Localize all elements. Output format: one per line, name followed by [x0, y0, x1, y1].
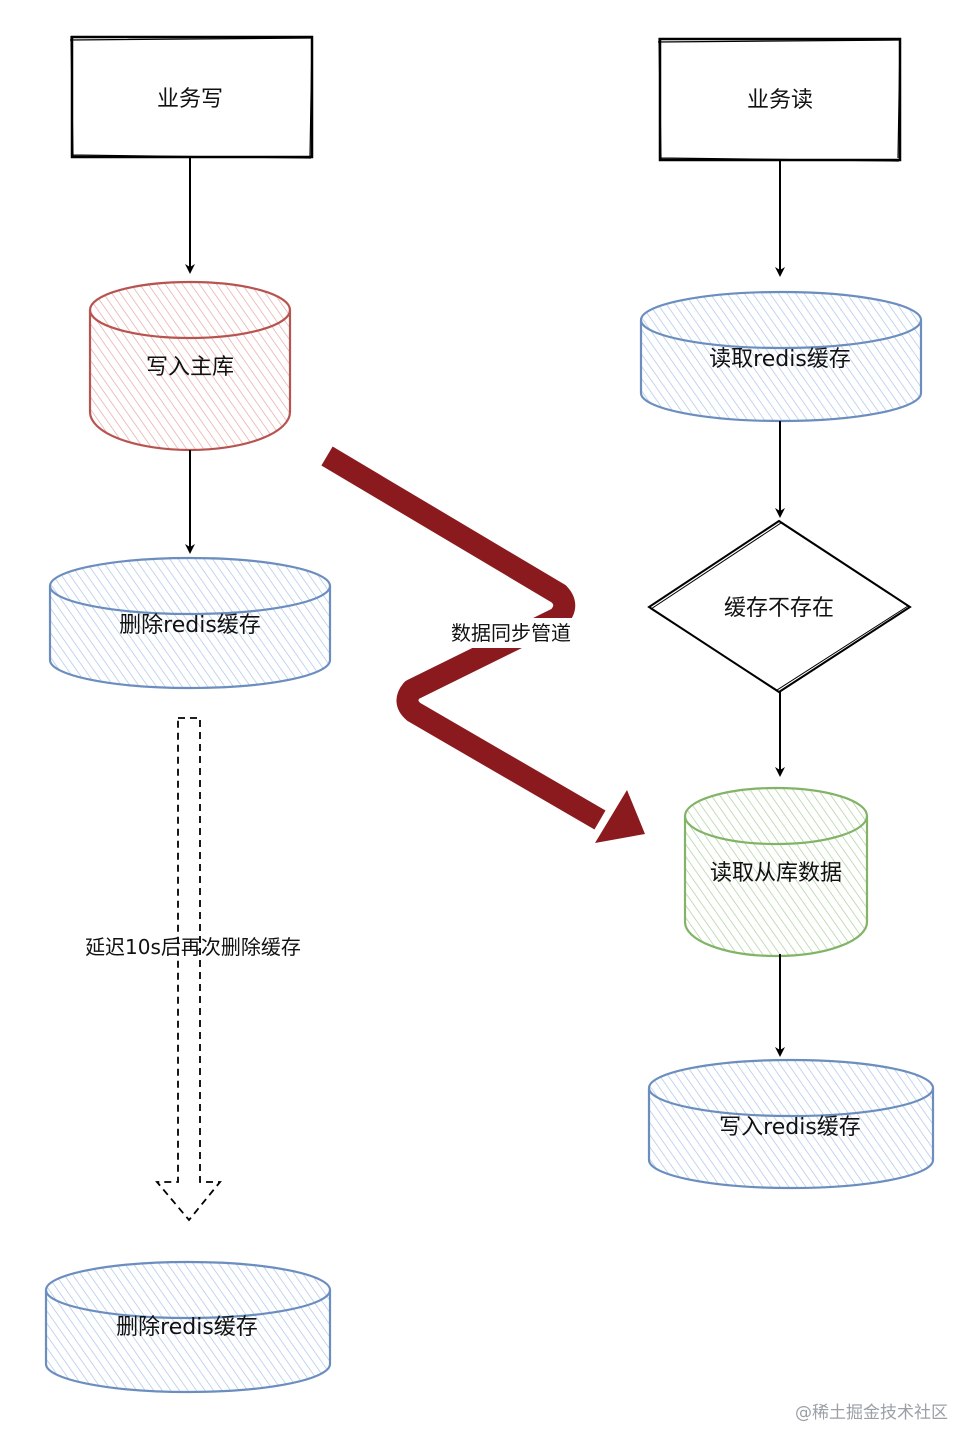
cache-miss-diamond: 缓存不存在 — [647, 519, 912, 694]
write-master-cylinder: 写入主库 — [88, 280, 292, 452]
write-cache-label: 写入redis缓存 — [719, 1115, 861, 1140]
read-slave-label: 读取从库数据 — [710, 861, 842, 886]
write-cache-cylinder: 写入redis缓存 — [647, 1058, 935, 1190]
cache-miss-label: 缓存不存在 — [724, 596, 834, 621]
delay-label: 延迟10s后再次删除缓存 — [85, 935, 301, 959]
delete-cache-cylinder-2: 删除redis缓存 — [44, 1260, 332, 1394]
delete-cache-cylinder-1: 删除redis缓存 — [48, 556, 332, 690]
read-cache-cylinder: 读取redis缓存 — [639, 290, 923, 423]
write-start-label: 业务写 — [157, 87, 223, 112]
sync-label: 数据同步管道 — [451, 621, 571, 645]
delete-cache-1-label: 删除redis缓存 — [119, 613, 261, 638]
delete-cache-2-label: 删除redis缓存 — [116, 1315, 258, 1340]
read-slave-cylinder: 读取从库数据 — [683, 786, 869, 958]
sync-label-bg — [444, 618, 579, 648]
read-cache-label: 读取redis缓存 — [709, 347, 851, 372]
write-start-box: 业务写 — [69, 35, 314, 159]
write-master-label: 写入主库 — [146, 355, 234, 380]
read-start-label: 业务读 — [747, 88, 813, 113]
read-start-box: 业务读 — [657, 37, 902, 162]
sync-pipe-arrow — [321, 446, 645, 843]
watermark: @稀土掘金技术社区 — [795, 1403, 948, 1423]
delay-dashed-arrow — [155, 717, 222, 1222]
